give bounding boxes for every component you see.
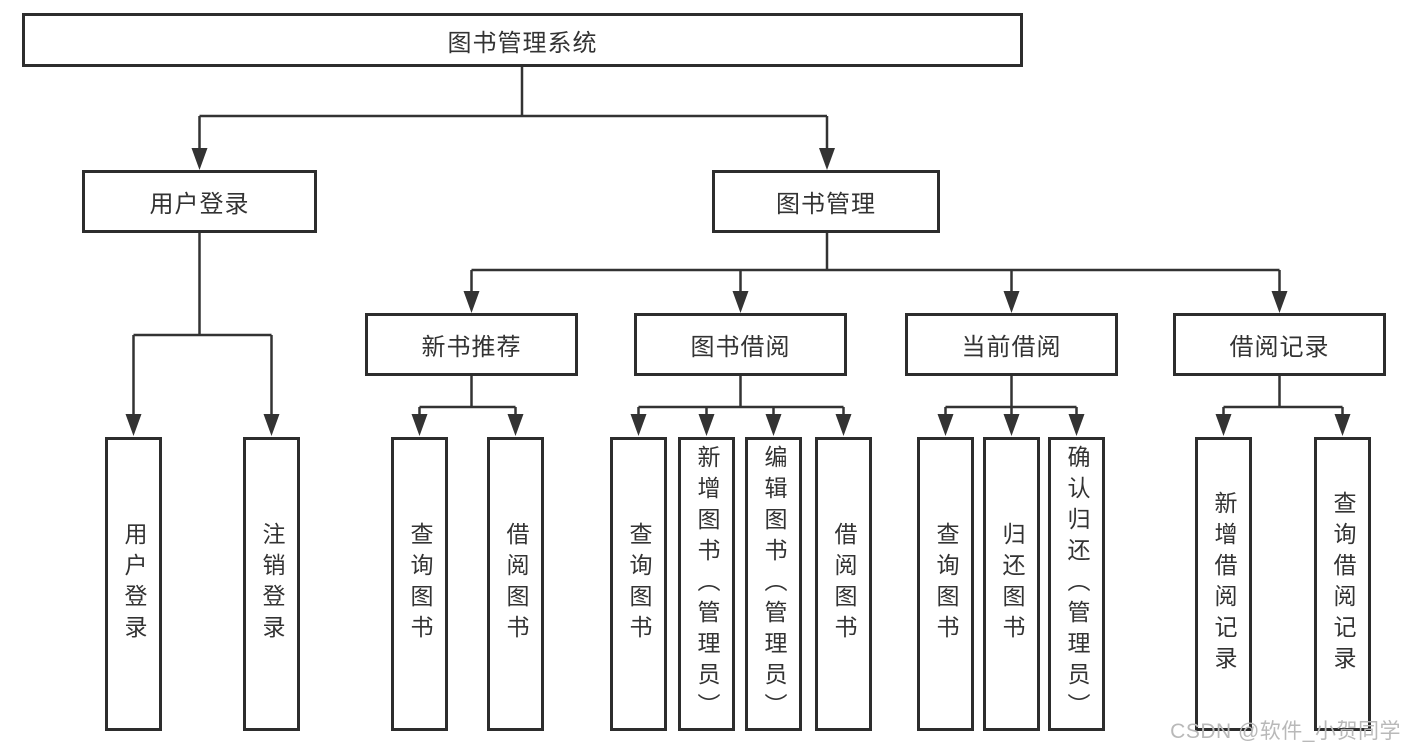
leaf-logout-login: 注销登录 xyxy=(243,437,300,731)
connector-current-borrow-branch xyxy=(937,376,1085,436)
node-user-login: 用户登录 xyxy=(82,170,317,233)
leaf-current-query-books-label: 查询图书 xyxy=(933,522,959,646)
leaf-borrow-borrow-books: 借阅图书 xyxy=(815,437,872,731)
leaf-records-query-borrow-record-label: 查询借阅记录 xyxy=(1330,491,1356,677)
leaf-recommend-borrow-books: 借阅图书 xyxy=(487,437,544,731)
node-book-borrow: 图书借阅 xyxy=(634,313,847,376)
leaf-borrow-query-books-label: 查询图书 xyxy=(626,522,652,646)
leaf-current-return-books-label: 归还图书 xyxy=(999,522,1025,646)
node-book-management: 图书管理 xyxy=(712,170,940,233)
leaf-recommend-query-books-label: 查询图书 xyxy=(407,522,433,646)
leaf-records-add-borrow-record-label: 新增借阅记录 xyxy=(1211,491,1237,677)
leaf-borrow-borrow-books-label: 借阅图书 xyxy=(831,522,857,646)
connector-borrow-records-branch xyxy=(1215,376,1351,436)
connector-user-login-branch xyxy=(125,233,280,436)
node-current-borrow: 当前借阅 xyxy=(905,313,1118,376)
leaf-logout-login-label: 注销登录 xyxy=(259,522,285,646)
connector-book-borrow-branch xyxy=(630,376,852,436)
leaf-borrow-add-books-admin: 新增图书（管理员） xyxy=(678,437,735,731)
node-borrow-records: 借阅记录 xyxy=(1173,313,1386,376)
leaf-current-confirm-return-admin: 确认归还（管理员） xyxy=(1048,437,1105,731)
leaf-current-query-books: 查询图书 xyxy=(917,437,974,731)
connector-root-to-level2 xyxy=(191,67,835,170)
leaf-recommend-borrow-books-label: 借阅图书 xyxy=(503,522,529,646)
leaf-records-query-borrow-record: 查询借阅记录 xyxy=(1314,437,1371,731)
leaf-borrow-edit-books-admin-label: 编辑图书（管理员） xyxy=(761,444,787,724)
connector-new-book-recommend-branch xyxy=(411,376,524,436)
leaf-borrow-add-books-admin-label: 新增图书（管理员） xyxy=(694,444,720,724)
node-new-book-recommend: 新书推荐 xyxy=(365,313,578,376)
leaf-user-login-label: 用户登录 xyxy=(121,522,147,646)
leaf-current-return-books: 归还图书 xyxy=(983,437,1040,731)
leaf-current-confirm-return-admin-label: 确认归还（管理员） xyxy=(1064,444,1090,724)
node-library-management-system: 图书管理系统 xyxy=(22,13,1023,67)
leaf-records-add-borrow-record: 新增借阅记录 xyxy=(1195,437,1252,731)
csdn-watermark: CSDN @软件_小贺同学 xyxy=(1170,720,1401,743)
leaf-borrow-query-books: 查询图书 xyxy=(610,437,667,731)
connector-book-management-branch xyxy=(463,233,1288,313)
leaf-recommend-query-books: 查询图书 xyxy=(391,437,448,731)
leaf-borrow-edit-books-admin: 编辑图书（管理员） xyxy=(745,437,802,731)
leaf-user-login: 用户登录 xyxy=(105,437,162,731)
